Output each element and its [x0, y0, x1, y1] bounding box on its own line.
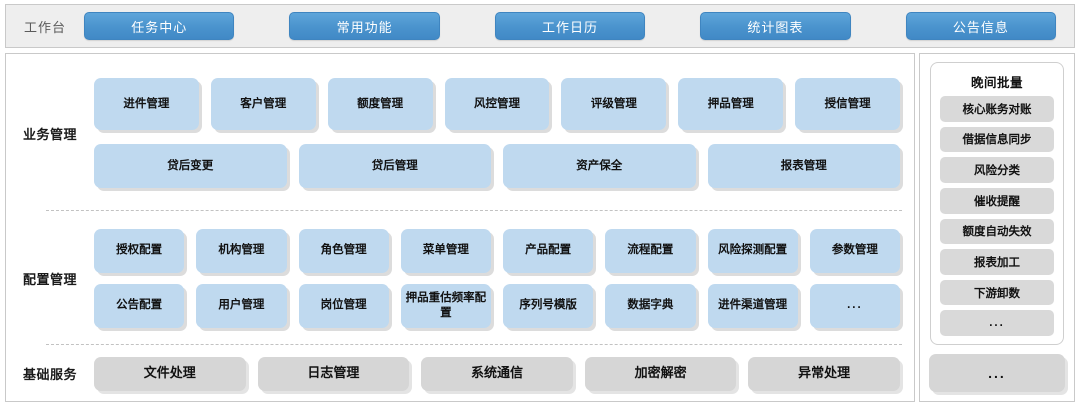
- nightly-batch-title: 晚间批量: [970, 76, 1023, 90]
- card-report-management[interactable]: 报表管理: [707, 144, 900, 188]
- tab-common-functions[interactable]: 常用功能: [289, 12, 440, 40]
- card-exception-handling[interactable]: 异常处理: [748, 356, 900, 391]
- card-incoming-management[interactable]: 进件管理: [94, 78, 199, 130]
- card-authorization-config[interactable]: 授权配置: [94, 228, 185, 273]
- batch-item-more[interactable]: ...: [940, 310, 1054, 336]
- card-log-management[interactable]: 日志管理: [257, 356, 410, 391]
- card-encryption-decryption[interactable]: 加密解密: [584, 356, 737, 391]
- section-label-basic-services: 基础服务: [22, 367, 77, 382]
- card-post-loan-change[interactable]: 贷后变更: [94, 144, 287, 188]
- tab-work-calendar[interactable]: 工作日历: [494, 12, 646, 40]
- card-risk-control-management[interactable]: 风控管理: [444, 78, 550, 130]
- tab-task-center[interactable]: 任务中心: [84, 12, 235, 40]
- card-incoming-channel-management[interactable]: 进件渠道管理: [707, 283, 798, 328]
- divider-config-basic: [46, 344, 902, 345]
- nightly-batch-box: 晚间批量 核心账务对账 借据信息同步 风险分类 催收提醒 额度自动失效 报表加工…: [930, 62, 1064, 345]
- toolbar-tab-list: 任务中心 常用功能 工作日历 统计图表 公告信息: [84, 12, 1074, 40]
- card-organization-management[interactable]: 机构管理: [196, 228, 287, 273]
- card-position-management[interactable]: 岗位管理: [298, 283, 389, 328]
- workbench-label: 工作台: [23, 19, 66, 35]
- card-collateral-revaluation-frequency-config[interactable]: 押品重估频率配置: [400, 283, 491, 328]
- main-module-panel: 业务管理 进件管理 客户管理 额度管理 风控管理 评级管理 押品管理 授信管理 …: [5, 53, 915, 402]
- section-basic-services: 基础服务 文件处理 日志管理 系统通信 加密解密 异常处理: [6, 346, 916, 401]
- business-row-1: 进件管理 客户管理 额度管理 风控管理 评级管理 押品管理 授信管理: [94, 78, 916, 130]
- card-customer-management[interactable]: 客户管理: [210, 78, 316, 130]
- card-serial-number-template[interactable]: 序列号模版: [503, 283, 594, 328]
- tab-announcements[interactable]: 公告信息: [905, 12, 1057, 40]
- card-credit-limit-management[interactable]: 额度管理: [327, 78, 433, 130]
- card-config-more[interactable]: ...: [809, 283, 900, 328]
- section-body-business-management: 进件管理 客户管理 额度管理 风控管理 评级管理 押品管理 授信管理 贷后变更 …: [94, 56, 916, 210]
- card-system-communication[interactable]: 系统通信: [421, 356, 573, 391]
- section-body-basic-services: 文件处理 日志管理 系统通信 加密解密 异常处理: [94, 346, 916, 401]
- batch-item-risk-classification[interactable]: 风险分类: [940, 157, 1054, 183]
- section-body-configuration-management: 授权配置 机构管理 角色管理 菜单管理 产品配置 流程配置 风险探测配置 参数管…: [94, 212, 916, 344]
- top-toolbar: 工作台 任务中心 常用功能 工作日历 统计图表 公告信息: [5, 4, 1075, 48]
- card-asset-preservation[interactable]: 资产保全: [503, 144, 696, 188]
- config-row-1: 授权配置 机构管理 角色管理 菜单管理 产品配置 流程配置 风险探测配置 参数管…: [94, 228, 916, 273]
- side-batch-panel: 晚间批量 核心账务对账 借据信息同步 风险分类 催收提醒 额度自动失效 报表加工…: [919, 53, 1075, 402]
- config-row-2: 公告配置 用户管理 岗位管理 押品重估频率配置 序列号模版 数据字典 进件渠道管…: [94, 283, 916, 328]
- divider-business-config: [46, 210, 902, 211]
- card-product-config[interactable]: 产品配置: [503, 228, 594, 273]
- batch-item-credit-limit-auto-expiry[interactable]: 额度自动失效: [940, 218, 1054, 245]
- card-role-management[interactable]: 角色管理: [298, 228, 389, 273]
- batch-item-downstream-data-unload[interactable]: 下游卸数: [940, 279, 1054, 306]
- card-file-processing[interactable]: 文件处理: [94, 356, 246, 391]
- card-menu-management[interactable]: 菜单管理: [400, 228, 491, 273]
- batch-item-report-processing[interactable]: 报表加工: [940, 249, 1054, 275]
- batch-item-iou-info-sync[interactable]: 借据信息同步: [940, 126, 1054, 153]
- card-parameter-management[interactable]: 参数管理: [809, 228, 900, 273]
- basic-services-row: 文件处理 日志管理 系统通信 加密解密 异常处理: [94, 356, 916, 391]
- card-collateral-management[interactable]: 押品管理: [678, 78, 784, 130]
- card-post-loan-management[interactable]: 贷后管理: [298, 144, 491, 188]
- card-data-dictionary[interactable]: 数据字典: [605, 283, 696, 328]
- card-announcement-config[interactable]: 公告配置: [94, 283, 185, 328]
- section-business-management: 业务管理 进件管理 客户管理 额度管理 风控管理 评级管理 押品管理 授信管理 …: [6, 56, 916, 210]
- card-user-management[interactable]: 用户管理: [196, 283, 287, 328]
- side-more-button[interactable]: ...: [929, 354, 1065, 392]
- section-configuration-management: 配置管理 授权配置 机构管理 角色管理 菜单管理 产品配置 流程配置 风险探测配…: [6, 212, 916, 344]
- card-credit-granting-management[interactable]: 授信管理: [795, 78, 901, 130]
- section-label-business-management: 业务管理: [22, 126, 77, 142]
- section-label-configuration-management: 配置管理: [22, 271, 77, 287]
- batch-item-collection-reminder[interactable]: 催收提醒: [940, 187, 1054, 214]
- tab-statistics-chart[interactable]: 统计图表: [700, 12, 851, 40]
- card-risk-detection-config[interactable]: 风险探测配置: [707, 228, 798, 273]
- card-process-config[interactable]: 流程配置: [605, 228, 696, 273]
- card-rating-management[interactable]: 评级管理: [561, 78, 667, 130]
- nightly-batch-list: 核心账务对账 借据信息同步 风险分类 催收提醒 额度自动失效 报表加工 下游卸数…: [940, 96, 1054, 336]
- business-row-2: 贷后变更 贷后管理 资产保全 报表管理: [94, 144, 916, 188]
- batch-item-core-accounting-reconciliation[interactable]: 核心账务对账: [940, 96, 1054, 122]
